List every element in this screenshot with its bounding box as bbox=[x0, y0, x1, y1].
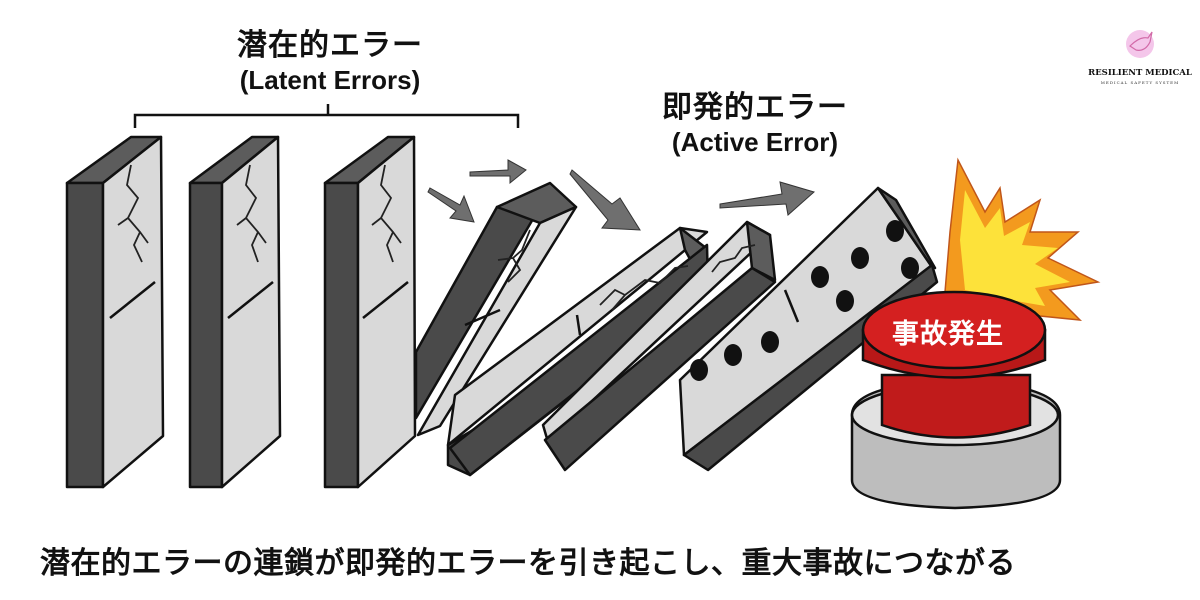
pip bbox=[836, 290, 854, 312]
domino-latent-4-falling bbox=[414, 181, 578, 437]
latent-errors-label: 潜在的エラー (Latent Errors) bbox=[190, 28, 470, 96]
domino-latent-1 bbox=[65, 135, 165, 489]
logo-name: RESILIENT MEDICAL bbox=[1088, 68, 1192, 78]
pip bbox=[851, 247, 869, 269]
logo: RESILIENT MEDICAL MEDICAL SAFETY SYSTEM bbox=[1085, 28, 1195, 85]
accident-button-label: 事故発生 bbox=[892, 319, 1004, 350]
arrow-icon bbox=[719, 181, 816, 216]
arrow-icon bbox=[427, 187, 475, 223]
dove-icon bbox=[1129, 31, 1153, 51]
pip bbox=[724, 344, 742, 366]
active-error-title-jp: 即発的エラー bbox=[662, 90, 848, 125]
pip bbox=[901, 257, 919, 279]
latent-bracket bbox=[133, 104, 520, 128]
pip bbox=[761, 331, 779, 353]
logo-tagline: MEDICAL SAFETY SYSTEM bbox=[1100, 80, 1180, 85]
latent-errors-title-jp: 潜在的エラー bbox=[237, 28, 423, 63]
domino-latent-3 bbox=[323, 135, 417, 489]
active-error-title-en: (Active Error) bbox=[671, 127, 839, 157]
pip bbox=[690, 359, 708, 381]
domino-latent-6-fallen bbox=[541, 220, 777, 472]
latent-errors-title-en: (Latent Errors) bbox=[239, 65, 421, 95]
arrow-icon bbox=[469, 159, 527, 185]
motion-arrows bbox=[427, 159, 816, 231]
pip bbox=[811, 266, 829, 288]
accident-button bbox=[850, 290, 1062, 510]
active-error-label: 即発的エラー (Active Error) bbox=[630, 90, 880, 158]
pip bbox=[886, 220, 904, 242]
arrow-icon bbox=[569, 169, 641, 231]
domino-latent-2 bbox=[188, 135, 282, 489]
caption: 潜在的エラーの連鎖が即発的エラーを引き起こし、重大事故につながる bbox=[40, 546, 1016, 581]
logo-mark bbox=[1126, 30, 1154, 58]
